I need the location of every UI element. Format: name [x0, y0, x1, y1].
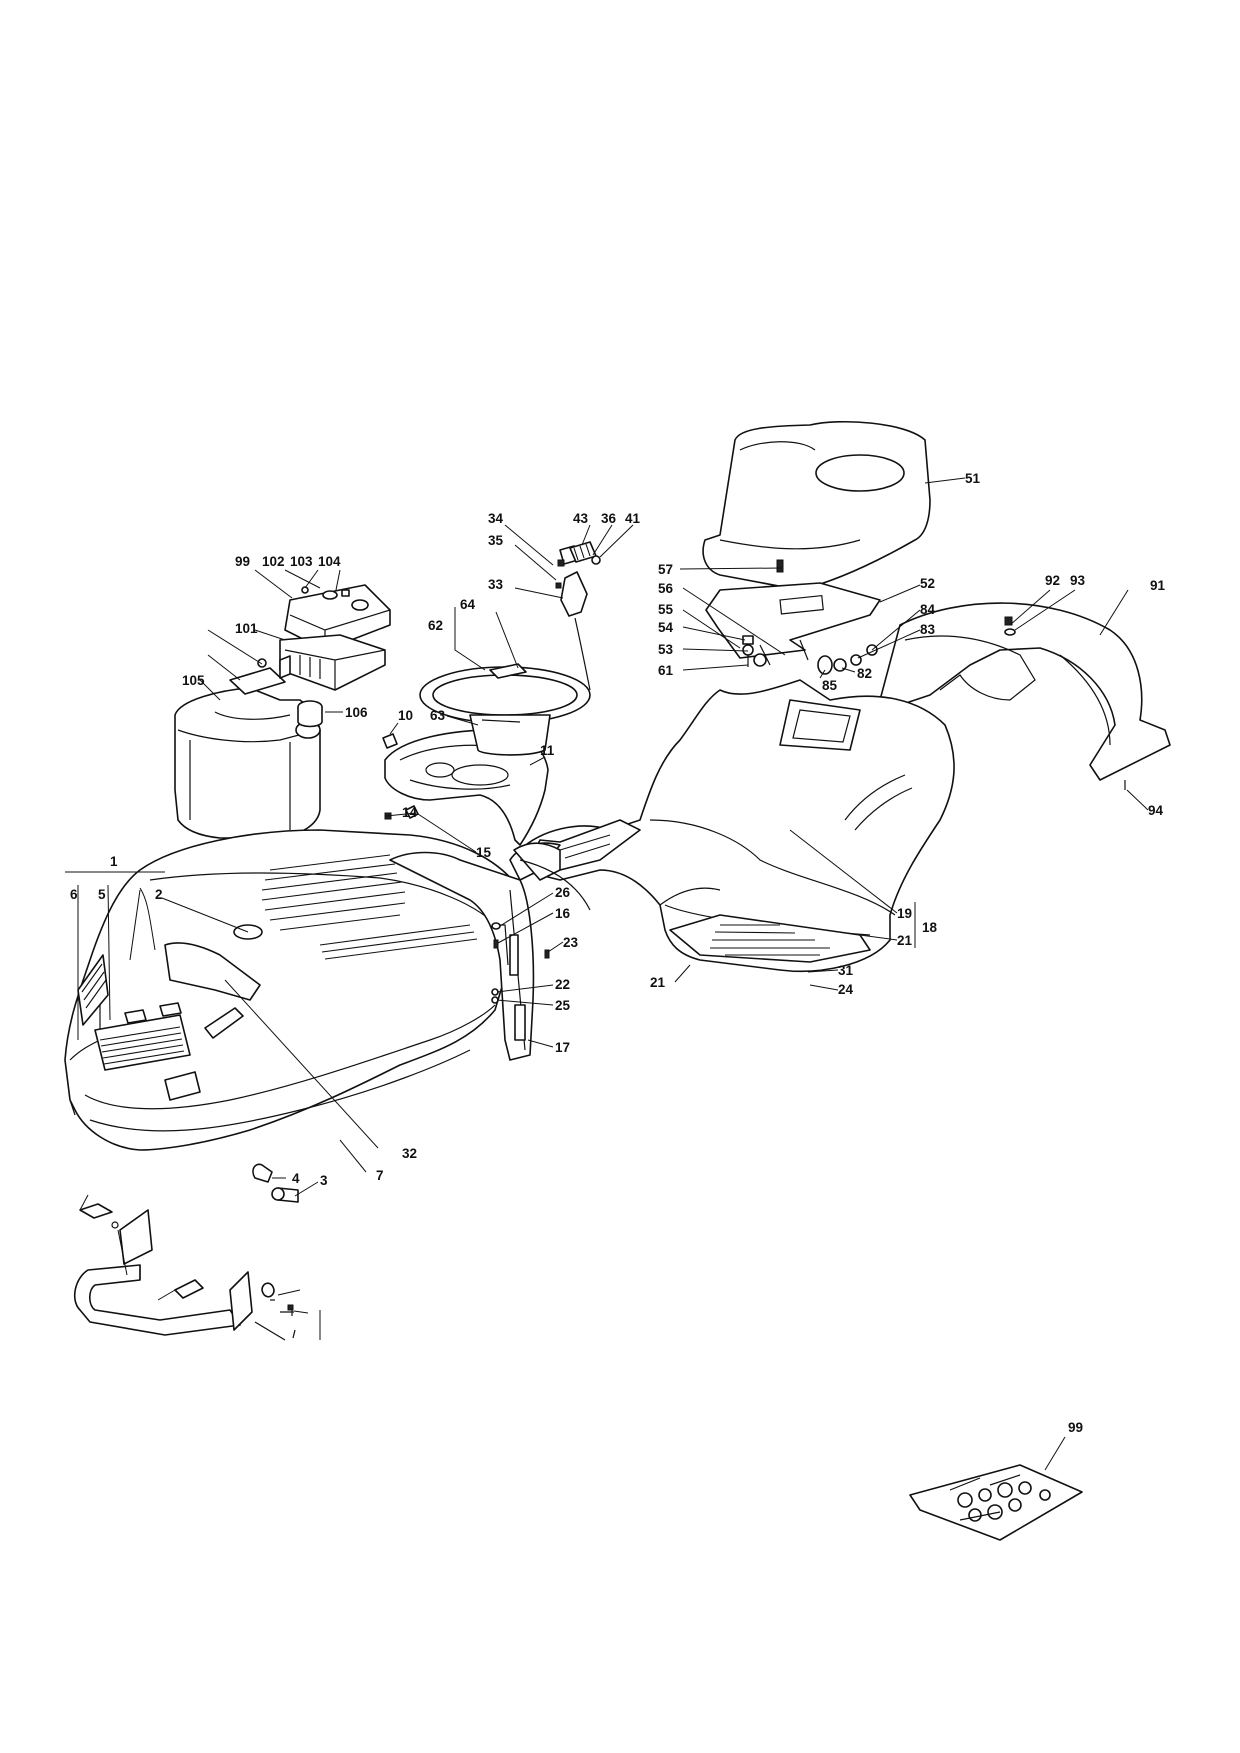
dashboard-part — [384, 728, 549, 846]
callout-15: 15 — [476, 845, 492, 860]
callout-47: 56 — [658, 581, 674, 596]
callout-33: 35 — [488, 533, 504, 548]
callout-4: 4 — [292, 1171, 300, 1186]
callout-44: 53 — [658, 642, 674, 657]
front-bumper-part — [73, 1203, 296, 1341]
hood-latch-part — [252, 1163, 299, 1203]
callout-84: 103 — [290, 554, 313, 569]
callout-85: 104 — [318, 554, 341, 569]
chassis-body-part — [509, 679, 955, 973]
callout-55: 83 — [920, 622, 936, 637]
callout-53: 64 — [460, 597, 476, 612]
callout-49: 61 — [658, 663, 674, 678]
callout-43: 52 — [920, 576, 935, 591]
callout-6: 6 — [70, 887, 78, 902]
callout-1: 1 — [110, 854, 118, 869]
callout-92: 106 — [345, 705, 368, 720]
callout-62: 92 — [1045, 573, 1060, 588]
hardware-bag-part — [909, 1464, 1083, 1541]
throttle-control-part — [555, 541, 601, 691]
callout-64: 94 — [1148, 803, 1164, 818]
callout-45: 54 — [658, 620, 674, 635]
callout-19: 19 — [897, 906, 912, 921]
steering-wheel-part — [419, 663, 591, 756]
callout-18: 18 — [922, 920, 938, 935]
callout-24a: 26 — [555, 885, 571, 900]
callout-3: 3 — [320, 1173, 328, 1188]
callout-24b: 31 — [838, 963, 854, 978]
callout-20: 21 — [897, 933, 913, 948]
callout-11: 11 — [540, 743, 555, 758]
callout-54: 82 — [857, 666, 872, 681]
callout-25: 25 — [555, 998, 571, 1013]
callout-10: 10 — [398, 708, 413, 723]
callout-5: 5 — [98, 887, 106, 902]
callout-23: 23 — [563, 935, 579, 950]
callout-36: 43 — [573, 511, 589, 526]
callout-52: 63 — [430, 708, 446, 723]
callout-48: 57 — [658, 562, 673, 577]
callout-17: 17 — [555, 1040, 570, 1055]
callout-61: 91 — [1150, 578, 1166, 593]
fuel-tank-part — [174, 655, 323, 839]
callout-14: 14 — [402, 805, 418, 820]
hood-part — [64, 829, 522, 1151]
callout-32: 34 — [488, 511, 504, 526]
seat-bracket-part — [705, 582, 881, 666]
hood-vents — [261, 854, 478, 960]
callout-41: 51 — [965, 471, 981, 486]
callout-2: 2 — [155, 887, 163, 902]
seat-part — [702, 420, 931, 591]
callout-35: 41 — [625, 511, 641, 526]
callout-99-text: 99 — [1068, 1420, 1083, 1435]
filter-box-part — [279, 584, 391, 691]
callout-51: 62 — [428, 618, 443, 633]
callout-91: 105 — [182, 673, 205, 688]
callout-labels: 51 52 57 56 55 54 53 61 84 83 82 85 92 9… — [70, 471, 1166, 1188]
callout-63: 93 — [1070, 573, 1086, 588]
callout-82: 101 — [235, 621, 258, 636]
callout-31: 33 — [488, 577, 504, 592]
callout-34: 36 — [601, 511, 617, 526]
callout-46: 55 — [658, 602, 674, 617]
callout-57: 85 — [822, 678, 838, 693]
callout-21a: 21 — [650, 975, 666, 990]
callout-81: 99 — [235, 554, 250, 569]
callout-56: 84 — [920, 602, 936, 617]
callout-26: 32 — [402, 1146, 417, 1161]
callout-21b: 24 — [838, 982, 854, 997]
callout-83: 102 — [262, 554, 285, 569]
callout-16: 16 — [555, 906, 571, 921]
callout-22: 22 — [555, 977, 570, 992]
callout-7: 7 — [376, 1168, 384, 1183]
